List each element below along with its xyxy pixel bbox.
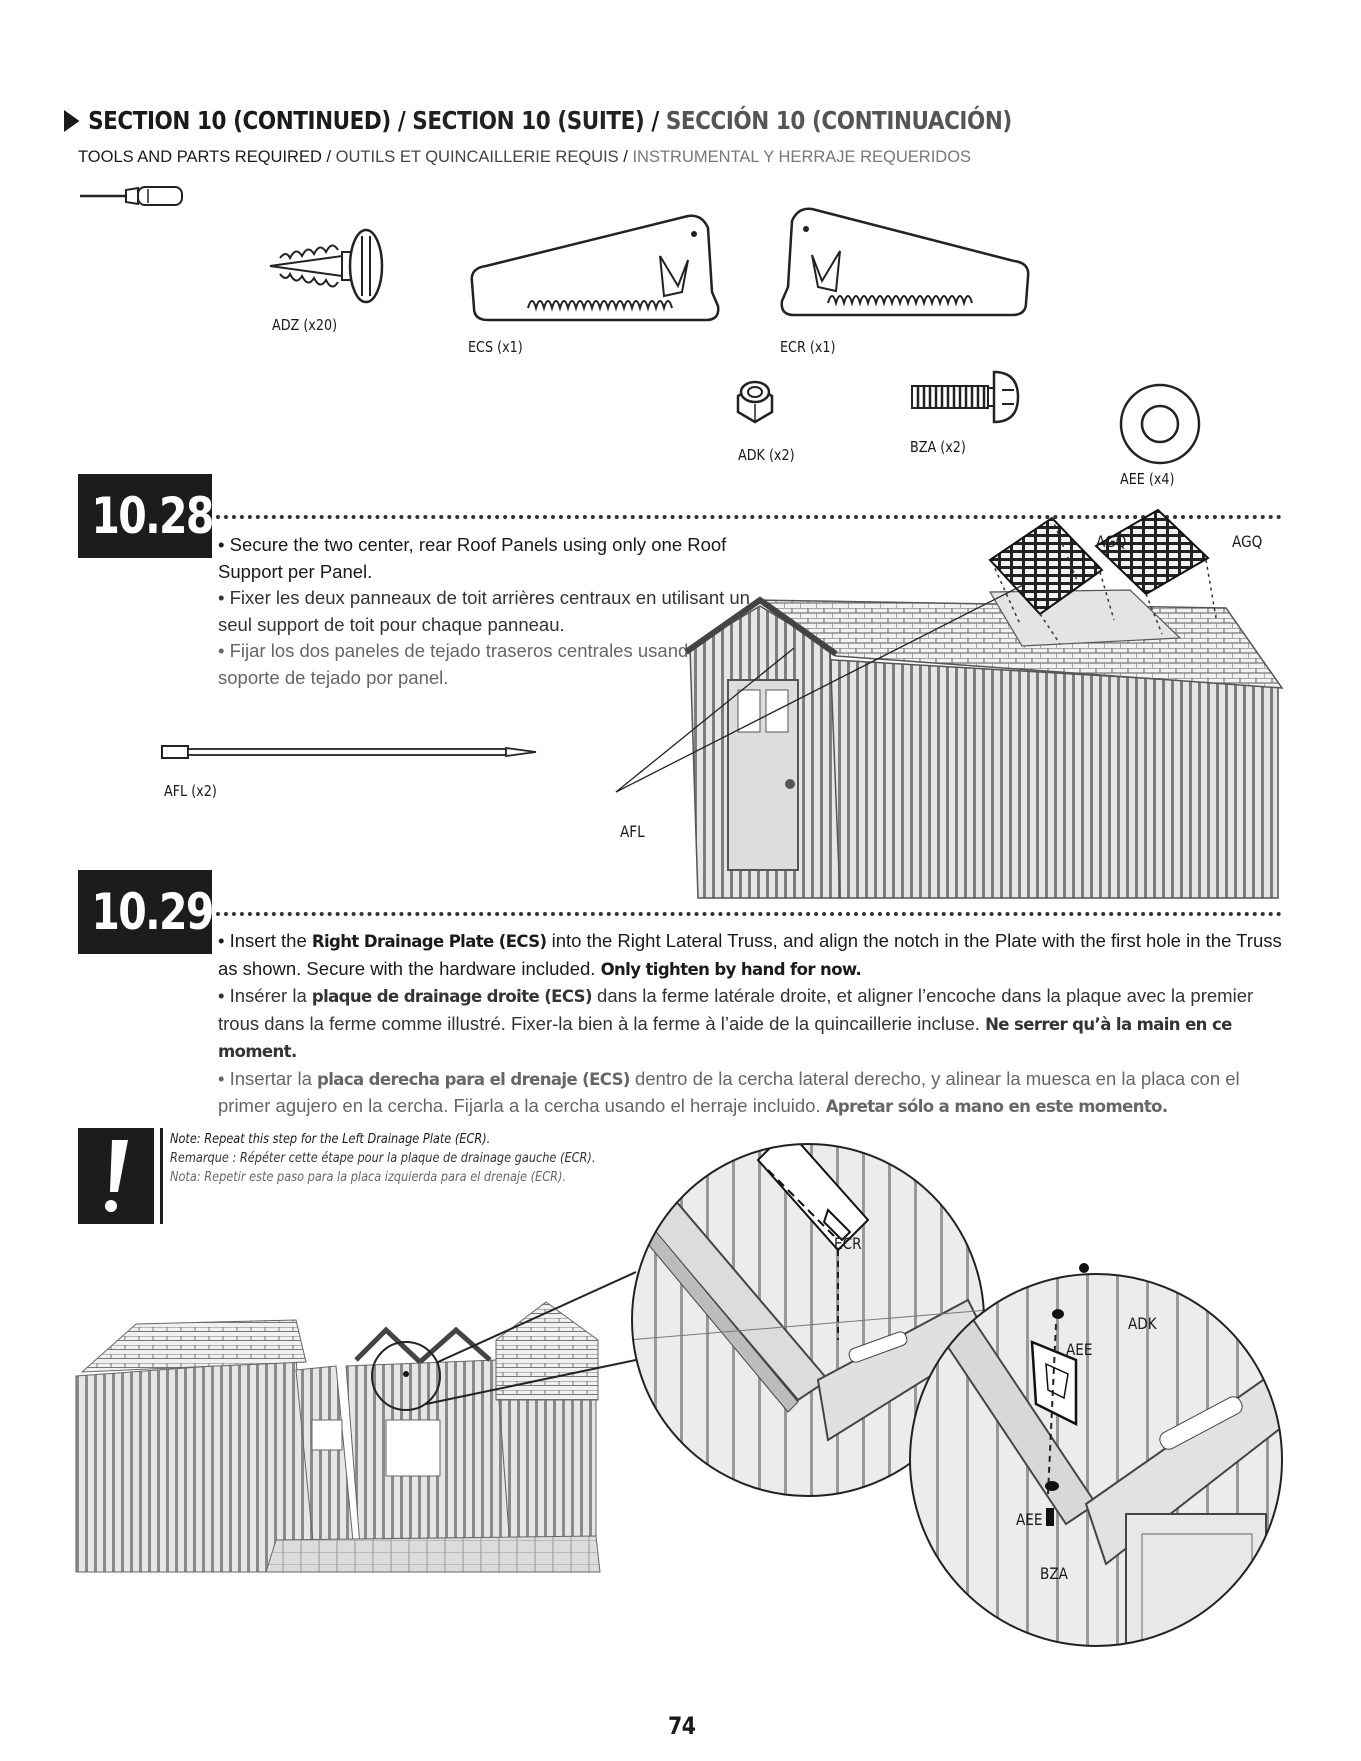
- section-title: SECTION 10 (CONTINUED) / SECTION 10 (SUI…: [64, 106, 1012, 135]
- callout-bza: BZA: [1040, 1564, 1068, 1583]
- part-label-bza: BZA (x2): [910, 438, 966, 456]
- callout-aee-bottom: AEE: [1016, 1510, 1043, 1529]
- part-label-adk: ADK (x2): [738, 446, 795, 464]
- note-text: Note: Repeat this step for the Left Drai…: [170, 1130, 595, 1187]
- step-1029-text-es: • Insertar la placa derecha para el dren…: [218, 1067, 1240, 1117]
- ecs-plate-icon: [470, 214, 720, 322]
- play-arrow-icon: [64, 110, 80, 132]
- step-1028-text-es: • Fijar los dos paneles de tejado traser…: [218, 640, 764, 688]
- callout-afl: AFL: [620, 822, 645, 841]
- callout-adk: ADK: [1128, 1314, 1157, 1333]
- step-1029-text-en: • Insert the Right Drainage Plate (ECS) …: [218, 930, 1282, 979]
- ecr-plate-icon: [780, 207, 1030, 317]
- note-text-fr: Remarque : Répéter cette étape pour la p…: [170, 1150, 596, 1166]
- part-label-ecr: ECR (x1): [780, 338, 836, 356]
- adk-nut-icon: [736, 380, 774, 424]
- bza-bolt-icon: [911, 370, 1020, 424]
- step-divider-1028: [216, 515, 1282, 519]
- step-1028-text-en: • Secure the two center, rear Roof Panel…: [218, 534, 727, 582]
- note-divider: [160, 1128, 163, 1224]
- warning-box: [78, 1128, 154, 1224]
- step-1028-text-fr: • Fixer les deux panneaux de toit arrièr…: [218, 587, 750, 635]
- callout-agq-right: AGQ: [1232, 532, 1263, 551]
- exclamation-icon: [105, 1140, 128, 1212]
- part-label-adz: ADZ (x20): [272, 316, 338, 334]
- step-divider-1029: [216, 912, 1282, 916]
- part-label-ecs: ECS (x1): [468, 338, 523, 356]
- step-number-1029: 10.29: [78, 870, 214, 954]
- adz-screw-icon: [269, 228, 384, 304]
- note-text-es: Nota: Repetir este paso para la placa iz…: [170, 1169, 567, 1185]
- page-number: 74: [668, 1712, 696, 1740]
- part-label-aee: AEE (x4): [1120, 470, 1175, 488]
- callout-ecr: ECR: [834, 1234, 862, 1253]
- part-label-afl: AFL (x2): [164, 782, 217, 800]
- callout-aee-top: AEE: [1066, 1340, 1093, 1359]
- note-text-en: Note: Repeat this step for the Left Drai…: [170, 1131, 491, 1147]
- shed-roof-panel-illustration: [615, 508, 1284, 899]
- afl-rod-icon: [161, 745, 537, 759]
- step-number-1028: 10.28: [78, 474, 214, 558]
- aee-washer-icon: [1119, 383, 1201, 465]
- callout-agq-left: AGQ: [1096, 532, 1127, 551]
- detail-circle-truss: [631, 1143, 985, 1497]
- tools-heading: TOOLS AND PARTS REQUIRED / OUTILS ET QUI…: [78, 148, 972, 166]
- step-1029-instructions: • Insert the Right Drainage Plate (ECS) …: [218, 928, 1282, 1121]
- step-1028-instructions: • Secure the two center, rear Roof Panel…: [218, 532, 778, 691]
- step-1029-text-fr: • Insérer la plaque de drainage droite (…: [218, 985, 1254, 1061]
- detail-circle-hardware: [909, 1263, 1283, 1647]
- screwdriver-icon: [80, 186, 183, 206]
- shed-truss-illustration: [75, 1271, 637, 1573]
